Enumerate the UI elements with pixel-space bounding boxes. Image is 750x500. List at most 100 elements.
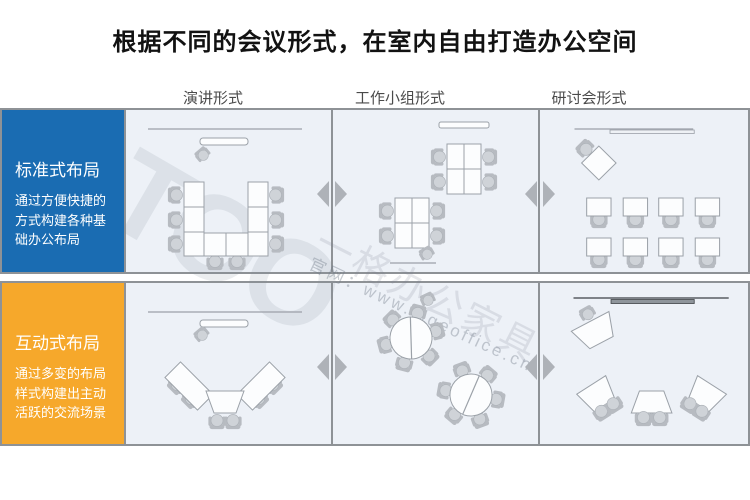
- chair-icon: [167, 186, 183, 204]
- desk: [586, 197, 612, 217]
- chair-icon: [634, 411, 653, 427]
- cluster-2: [378, 197, 446, 249]
- cell-standard-workgroup: [331, 110, 538, 272]
- table: [164, 361, 214, 411]
- chair-icon: [206, 255, 224, 271]
- presenter-chair-icon: [191, 324, 212, 345]
- round-table-2: [435, 359, 507, 431]
- table: [463, 168, 482, 195]
- table: [203, 232, 227, 257]
- row-interactive-layout: 互动式布局 通过多变的布局样式构建出主动活跃的交流场景: [0, 281, 750, 446]
- projection-screen: [609, 129, 695, 134]
- table: [446, 143, 465, 170]
- podium: [199, 137, 249, 146]
- table: [183, 206, 205, 233]
- sidebar-title: 标准式布局: [15, 161, 100, 180]
- desk: [694, 237, 721, 257]
- chair-icon: [378, 227, 394, 245]
- cell-interactive-seminar: [538, 283, 748, 444]
- whiteboard: [438, 121, 490, 129]
- diagram-interactive-lecture: [148, 311, 302, 430]
- chair-icon: [430, 148, 446, 166]
- trapezoid-group-right: [677, 374, 728, 424]
- round-table-1: [375, 302, 447, 374]
- trapezoid-group-left: [575, 374, 626, 424]
- left-arrow-icon: [317, 354, 329, 380]
- right-arrow-icon: [335, 181, 347, 207]
- chair-icon: [228, 255, 246, 271]
- cell-interactive-workgroup: [331, 283, 538, 444]
- sidebar-description: 通过方便快捷的方式构建各种基础办公布局: [15, 193, 107, 247]
- desk: [586, 237, 612, 257]
- cell-standard-seminar: [538, 110, 748, 272]
- column-header-workgroup: 工作小组形式: [354, 90, 446, 107]
- table: [236, 361, 286, 411]
- table: [183, 231, 205, 257]
- projection-screen: [610, 299, 695, 304]
- table: [630, 390, 673, 414]
- right-arrow-icon: [335, 354, 347, 380]
- desk: [622, 197, 649, 217]
- divider-arrows: [317, 354, 347, 380]
- chair-icon: [269, 211, 285, 229]
- sidebar-standard-layout: 标准式布局 通过方便快捷的方式构建各种基础办公布局: [2, 110, 124, 272]
- table: [225, 232, 249, 257]
- left-arrow-icon: [525, 354, 537, 380]
- table: [463, 143, 482, 170]
- desk: [694, 197, 721, 217]
- chair-icon: [224, 414, 242, 430]
- table: [394, 197, 413, 224]
- diagram-standard-seminar: [573, 128, 721, 269]
- page-title: 根据不同的会议形式，在室内自由打造办公空间: [112, 29, 638, 56]
- sidebar-title: 互动式布局: [15, 334, 100, 353]
- table: [247, 206, 269, 233]
- chair-icon: [430, 173, 446, 191]
- table: [411, 222, 430, 249]
- divider-arrows: [525, 354, 555, 380]
- desk-rows: [586, 197, 721, 269]
- table: [205, 390, 245, 414]
- chair-icon: [482, 148, 498, 166]
- desk: [622, 237, 649, 257]
- chair-icon: [430, 202, 446, 220]
- diagram-standard-workgroup: [378, 121, 498, 264]
- column-header-lecture: 演讲形式: [182, 90, 244, 107]
- right-arrow-icon: [543, 181, 555, 207]
- cell-standard-lecture: [124, 110, 331, 272]
- left-arrow-icon: [317, 181, 329, 207]
- desk: [658, 237, 684, 257]
- table: [580, 145, 617, 181]
- diagram-interactive-workgroup: [375, 290, 507, 431]
- table-split-line: [409, 317, 413, 359]
- cell-interactive-lecture: [124, 283, 331, 444]
- table: [570, 310, 614, 350]
- divider-arrows: [317, 181, 347, 207]
- v-shape-tables: [164, 361, 286, 414]
- chair-icon: [167, 211, 183, 229]
- divider-arrows: [525, 181, 555, 207]
- chair-icon: [208, 414, 226, 430]
- table: [247, 181, 269, 208]
- chair-icon: [430, 227, 446, 245]
- table-split-line: [462, 375, 480, 415]
- table: [183, 181, 205, 208]
- right-arrow-icon: [543, 354, 555, 380]
- desk: [658, 197, 684, 217]
- sidebar-description: 通过多变的布局样式构建出主动活跃的交流场景: [15, 366, 107, 420]
- chair-icon: [378, 202, 394, 220]
- chair-icon: [269, 235, 285, 253]
- table: [247, 231, 269, 257]
- cluster-1: [430, 143, 498, 195]
- presenter-table: [570, 310, 614, 350]
- chair-icon: [167, 235, 183, 253]
- diagram-standard-lecture: [148, 128, 302, 271]
- chair-icon: [650, 411, 669, 427]
- table: [394, 222, 413, 249]
- chair-icon: [269, 186, 285, 204]
- chair-icon: [482, 173, 498, 191]
- presenter-chair-icon: [192, 144, 213, 165]
- row-standard-layout: 标准式布局 通过方便快捷的方式构建各种基础办公布局: [0, 108, 750, 274]
- diamond-table: [580, 145, 617, 181]
- podium: [199, 319, 249, 328]
